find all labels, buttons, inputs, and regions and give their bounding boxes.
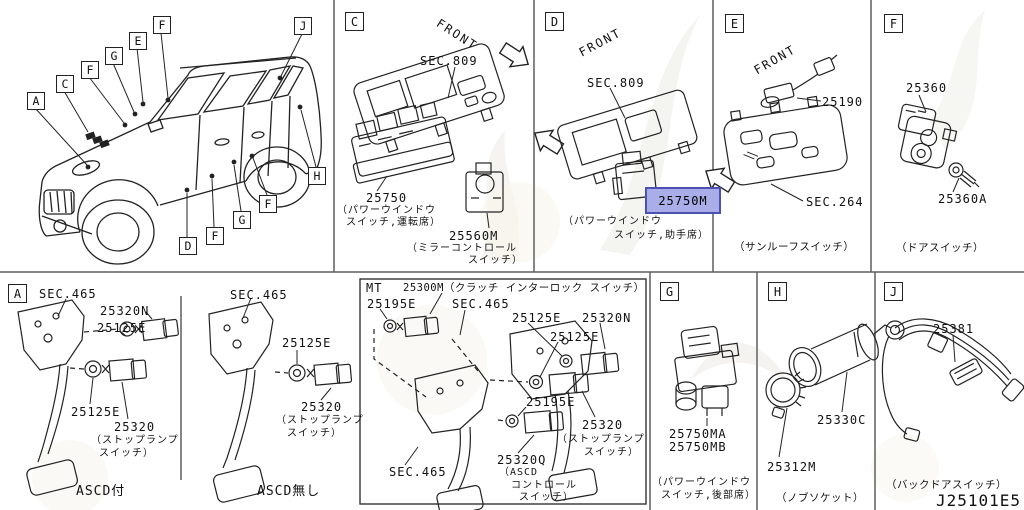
car-callout-F-door: F [206,227,224,245]
section-label-F: F [884,14,903,33]
car-callout-F-rear: F [259,195,277,213]
car-callout-D: D [179,237,197,255]
part-number-25320-a2: 25320 [301,400,343,414]
part-number-25195E-mt-bottom: 25195E [526,395,576,409]
mt-section-frame [359,278,647,505]
part-number-25330C: 25330C [817,413,867,427]
section-g-art [674,325,740,426]
car-callout-A: A [27,92,45,110]
car-callout-G-rear: G [233,211,251,229]
caption-stop-lamp-mt-2: スイッチ） [584,447,639,458]
watermark [32,10,985,510]
caption-back-door-switch: （バックドアスイッチ） [886,479,1007,491]
section-label-H: H [768,282,787,301]
section-d-art [533,87,698,201]
car-callout-C: C [56,75,74,93]
part-number-25360: 25360 [906,81,948,95]
section-e-art [705,54,848,202]
caption-power-window-driver-1: （パワーウインドウ [337,205,436,216]
part-number-25125E-mt-1: 25125E [512,311,562,325]
sec-ref-809-d: SEC.809 [587,76,645,90]
section-j-art [881,318,1024,442]
part-number-25320-mt: 25320 [582,418,624,432]
variant-label-ascd-with: ASCD付 [76,484,126,499]
part-number-25125E-mt-2: 25125E [550,330,600,344]
part-number-25195E-mt-top: 25195E [367,297,417,311]
part-number-25320N-mt: 25320N [582,311,632,325]
section-a2-art [208,297,353,503]
mt-label: MT [366,281,383,295]
section-label-E: E [725,14,744,33]
caption-ascd-control-3: スイッチ） [519,492,574,503]
caption-ascd-control-2: コントロール [511,480,577,491]
part-number-25125E-a-bottom: 25125E [71,405,121,419]
car-illustration [34,32,322,265]
caption-power-window-rear-1: （パワーウインドウ [652,477,751,488]
caption-knob-socket: （ノブソケット） [776,492,864,504]
caption-stop-lamp-a2-1: （ストップランプ [276,415,364,426]
caption-sunroof-switch: （サンルーフスイッチ） [734,241,855,253]
section-label-G: G [660,282,679,301]
variant-label-ascd-without: ASCD無し [257,484,321,499]
section-a-art [17,298,179,496]
caption-mirror-control-1: （ミラーコントロール [407,243,517,254]
caption-power-window-passenger-2: スイッチ,助手席） [614,230,710,241]
car-callout-F-cowl: F [81,61,99,79]
part-number-25381: 25381 [933,322,975,336]
section-f-art [897,94,980,193]
caption-stop-lamp-a-2: スイッチ） [99,448,154,459]
caption-stop-lamp-a2-2: スイッチ） [287,428,342,439]
caption-power-window-driver-2: スイッチ,運転席） [346,217,442,228]
part-number-25190: 25190 [822,95,864,109]
sec-ref-465-mt-bottom: SEC.465 [389,465,447,479]
section-mt-art [373,292,620,510]
caption-power-window-rear-2: スイッチ,後部席） [661,490,757,501]
part-number-25320-a: 25320 [114,420,156,434]
car-callout-F-roof: F [153,16,171,34]
part-number-25320Q: 25320Q [497,453,547,467]
part-number-25125E-a2: 25125E [282,336,332,350]
part-number-25560M: 25560M [449,229,499,243]
caption-ascd-control-1: （ASCD [499,467,539,478]
caption-stop-lamp-a-1: （ストップランプ [91,435,179,446]
sec-ref-465-a: SEC.465 [39,287,97,301]
part-number-25312M: 25312M [767,460,817,474]
car-callout-G-front: G [105,47,123,65]
section-label-C: C [345,12,364,31]
part-number-25750M-highlighted[interactable]: 25750M [645,187,721,214]
caption-door-switch: （ドアスイッチ） [896,242,984,254]
section-label-D: D [545,12,564,31]
sec-ref-465-mt-top: SEC.465 [452,297,510,311]
sec-ref-465-a2: SEC.465 [230,288,288,302]
diagram-code: J25101E5 [936,491,1022,510]
part-number-25360A: 25360A [938,192,988,206]
part-number-25320N-a: 25320N [100,304,150,318]
part-number-25125E-a-top: 25125E [97,321,147,335]
section-label-J: J [884,282,903,301]
part-number-25750MA: 25750MA [669,427,727,441]
car-callout-H: H [308,167,326,185]
car-callout-J: J [294,17,312,35]
sec-ref-809-c: SEC.809 [420,54,478,68]
section-h-art [765,323,892,458]
part-number-25300M-header: 25300M（クラッチ インターロック スイッチ） [403,282,645,294]
car-leader-lines [34,32,317,237]
caption-mirror-control-2: スイッチ） [468,255,523,266]
sec-ref-264: SEC.264 [806,195,864,209]
part-number-25750: 25750 [366,191,408,205]
caption-stop-lamp-mt-1: （ストップランプ [557,434,645,445]
car-callout-E: E [129,32,147,50]
section-label-A: A [8,284,27,303]
section-c-art [351,41,530,229]
part-number-25750MB: 25750MB [669,440,727,454]
caption-power-window-passenger-1: （パワーウインドウ [563,216,662,227]
